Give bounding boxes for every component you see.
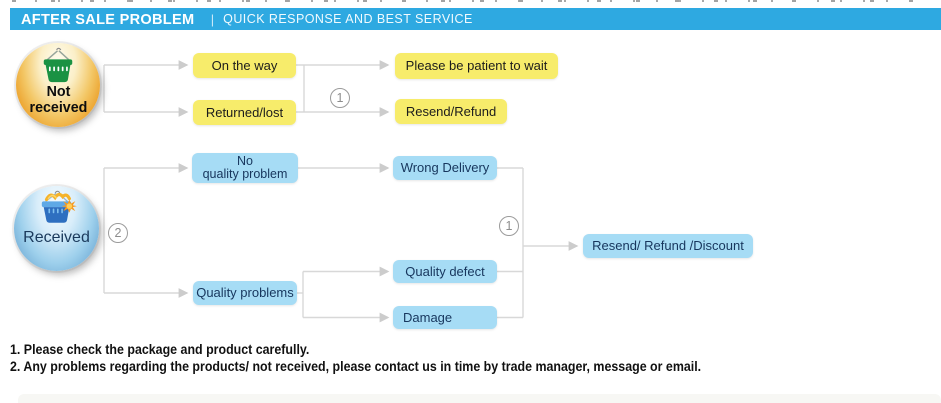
node-label: Damage bbox=[403, 309, 453, 325]
node-resend-refund-discount: Resend/ Refund /Discount bbox=[583, 234, 753, 258]
footnotes: 1. Please check the package and product … bbox=[10, 341, 761, 375]
cropped-text-remnants bbox=[12, 0, 917, 2]
node-quality-problems: Quality problems bbox=[193, 281, 297, 305]
node-quality-defect: Quality defect bbox=[393, 260, 497, 283]
footnote-line-2: 2. Any problems regarding the products/ … bbox=[10, 359, 702, 374]
not-received-label-line1: Not bbox=[46, 83, 70, 100]
node-resend-refund: Resend/Refund bbox=[395, 99, 507, 124]
node-label: Quality problems bbox=[196, 285, 294, 300]
header-subtitle: QUICK RESPONSE AND BEST SERVICE bbox=[223, 12, 473, 26]
node-label: Wrong Delivery bbox=[400, 160, 490, 175]
node-label-line1: No bbox=[237, 154, 253, 168]
node-label: Returned/lost bbox=[205, 104, 284, 120]
blue-basket-icon bbox=[32, 190, 82, 226]
node-label-line2: quality problem bbox=[202, 167, 288, 181]
section-header: AFTER SALE PROBLEM | QUICK RESPONSE AND … bbox=[10, 8, 941, 30]
node-label: Quality defect bbox=[405, 263, 485, 279]
node-label: On the way bbox=[211, 57, 278, 73]
node-returned-lost: Returned/lost bbox=[193, 100, 296, 125]
step-badge-2: 2 bbox=[108, 223, 128, 243]
node-label: Resend/Refund bbox=[405, 103, 497, 119]
step-badge-1-collect: 1 bbox=[499, 216, 519, 236]
not-received-node: Not received bbox=[16, 43, 100, 127]
node-damage: Damage bbox=[393, 306, 497, 329]
node-no-quality-problem: No quality problem bbox=[192, 153, 298, 183]
footnote-line-1: 1. Please check the package and product … bbox=[10, 342, 310, 357]
green-basket-icon bbox=[35, 47, 81, 83]
node-wrong-delivery: Wrong Delivery bbox=[393, 156, 497, 180]
header-separator: | bbox=[210, 11, 215, 27]
received-label: Received bbox=[23, 229, 90, 246]
next-section-edge bbox=[18, 394, 941, 403]
header-title: AFTER SALE PROBLEM bbox=[21, 10, 195, 28]
node-please-be-patient: Please be patient to wait bbox=[395, 53, 558, 79]
node-label: Please be patient to wait bbox=[405, 58, 548, 73]
step-badge-1: 1 bbox=[330, 88, 350, 108]
step-badge-number: 1 bbox=[336, 91, 344, 105]
received-node: Received bbox=[14, 186, 99, 271]
connector-lines bbox=[103, 60, 579, 323]
node-label: Resend/ Refund /Discount bbox=[592, 238, 744, 253]
step-badge-number: 2 bbox=[114, 226, 122, 240]
step-badge-number: 1 bbox=[505, 219, 513, 233]
not-received-label-line2: received bbox=[29, 99, 87, 116]
node-on-the-way: On the way bbox=[193, 53, 296, 78]
